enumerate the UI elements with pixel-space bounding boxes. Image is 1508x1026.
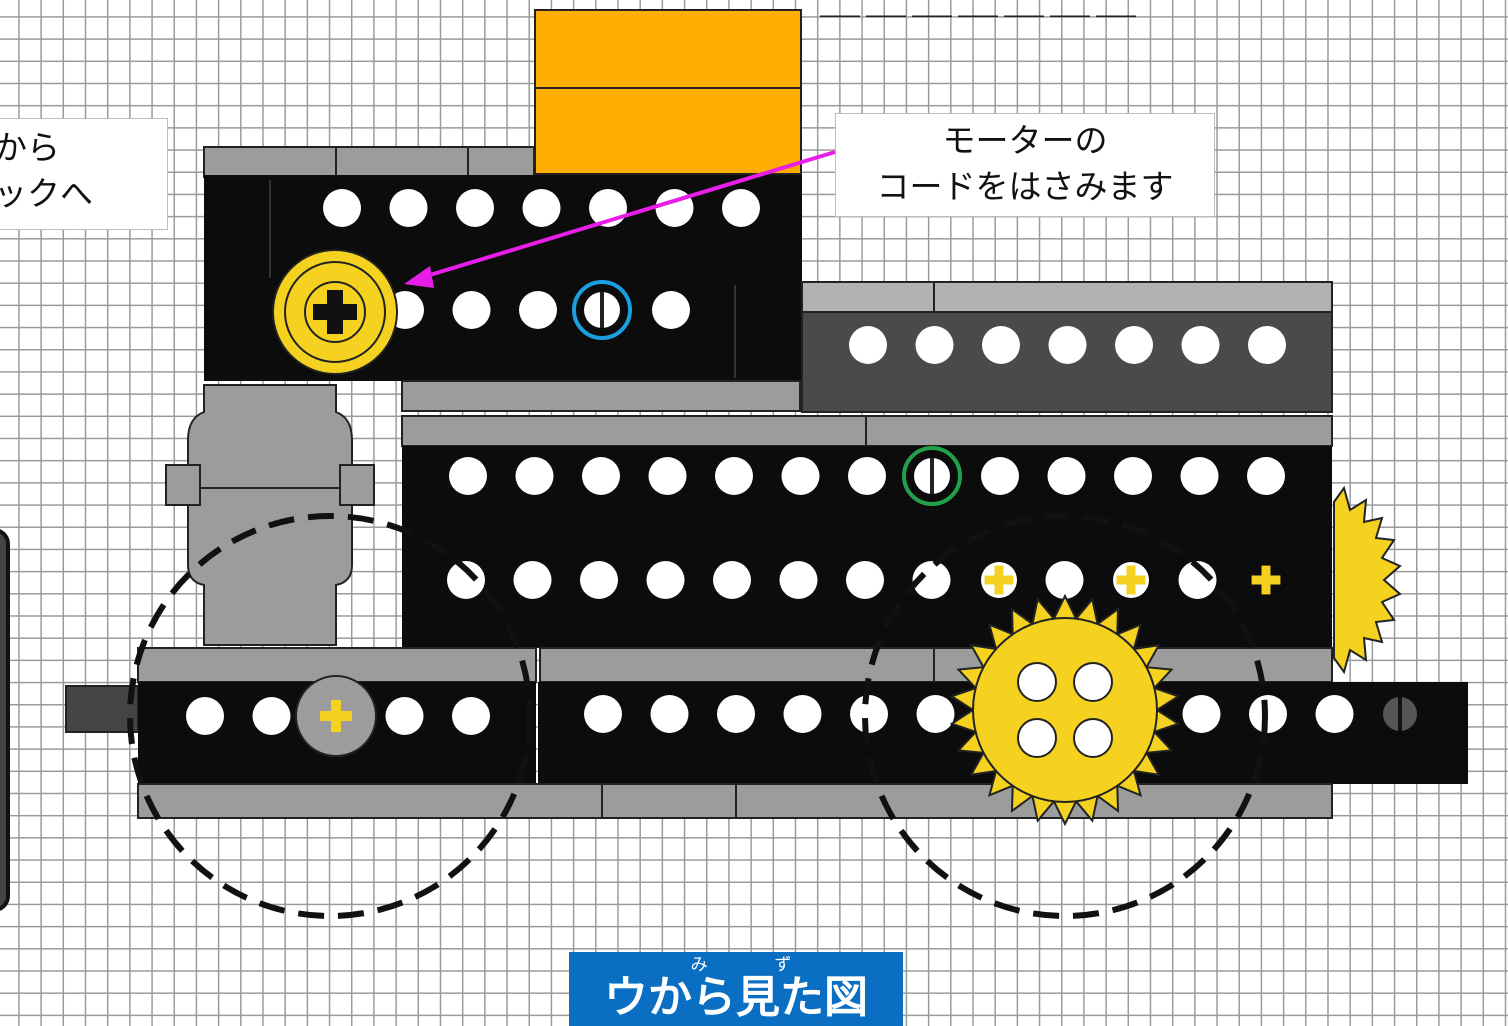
beam-hole: [849, 326, 887, 364]
green-marker-ring: [902, 446, 962, 506]
top-edge-marks: ＿＿＿＿＿＿＿: [820, 0, 1142, 24]
beam-hole: [186, 697, 224, 735]
beam-hole: [713, 561, 751, 599]
callout-left-line2: ロックへ: [0, 175, 93, 212]
beam-hole: [449, 457, 487, 495]
callout-motor-cable-right: モーターの コードをはさみます: [835, 113, 1215, 217]
beam-hole: [981, 457, 1019, 495]
beam-hole: [389, 189, 428, 227]
beam-hole: [447, 561, 485, 599]
beam-hole: [850, 695, 888, 733]
beam-hole: [652, 291, 690, 329]
beam-hole: [385, 697, 424, 735]
beam-hole: [715, 457, 753, 495]
beam-hole: [1114, 457, 1152, 495]
beam-hole: [452, 697, 490, 735]
right-wheel-outline: [862, 513, 1268, 919]
beam-hole: [1048, 326, 1087, 364]
beam-hole: [648, 457, 687, 495]
beam-hole: [1045, 561, 1084, 599]
beam-hole: [456, 189, 494, 227]
left-wheel-outline: [127, 513, 533, 919]
beam-hole: [1115, 326, 1153, 364]
arrow-icon: [404, 150, 836, 288]
beam-hole: [584, 695, 622, 733]
beam-hole: [1315, 695, 1354, 733]
beam-hole: [781, 457, 820, 495]
beam-hole: [513, 561, 552, 599]
beam-hole: [1047, 457, 1086, 495]
beam-hole: [912, 561, 951, 599]
view-caption: み ず ウから見た図: [569, 952, 903, 1026]
beam-hole: [717, 695, 755, 733]
beam-hole: [582, 457, 620, 495]
beam-hole: [1178, 561, 1217, 599]
gray-bushing: [295, 675, 377, 757]
left-edge-part: [0, 529, 10, 911]
beam-hole: [916, 695, 955, 733]
beam-hole: [252, 697, 291, 735]
beam-hole: [846, 561, 884, 599]
caption-ruby-mi: み: [690, 955, 708, 974]
beam-hole: [646, 561, 685, 599]
caption-text: ウから見た図: [604, 973, 868, 1022]
callout-right-line1: モーターの: [942, 122, 1108, 159]
beam-hole: [1248, 326, 1286, 364]
beam-hole: [779, 561, 818, 599]
callout-motor-cable-left: ーから ロックへ: [0, 118, 168, 230]
right-edge-half-gear: [1333, 485, 1402, 675]
caption-ruby-zu: ず: [774, 955, 792, 974]
beam-hole: [1181, 326, 1220, 364]
motor-block: [534, 9, 802, 175]
beam-hole: [580, 561, 618, 599]
beam-hole: [519, 291, 557, 329]
beam-hole: [722, 189, 760, 227]
end-pin: [1383, 697, 1417, 731]
beam-hole: [1247, 457, 1285, 495]
beam-hole: [915, 326, 954, 364]
beam-hole: [452, 291, 491, 329]
large-yellow-gear: [949, 593, 1181, 827]
beam-hole: [323, 189, 361, 227]
middle-beam-stack: [401, 415, 1333, 648]
callout-right-line2: コードをはさみます: [876, 168, 1174, 205]
beam-hole: [522, 189, 561, 227]
beam-hole: [1180, 457, 1219, 495]
axle-cross-row: [981, 562, 1284, 598]
gray-motor-housing: [165, 384, 375, 646]
beam-hole: [982, 326, 1020, 364]
beam-hole: [848, 457, 886, 495]
beam-hole: [650, 695, 689, 733]
blue-marker-ring: [572, 280, 632, 340]
beam-hole: [1182, 695, 1221, 733]
beam-holes: [186, 189, 1354, 735]
small-yellow-gear: [272, 249, 398, 375]
callout-left-line1: ーから: [0, 129, 60, 166]
beam-hole: [1249, 695, 1287, 733]
beam-hole: [783, 695, 822, 733]
beam-hole: [515, 457, 554, 495]
